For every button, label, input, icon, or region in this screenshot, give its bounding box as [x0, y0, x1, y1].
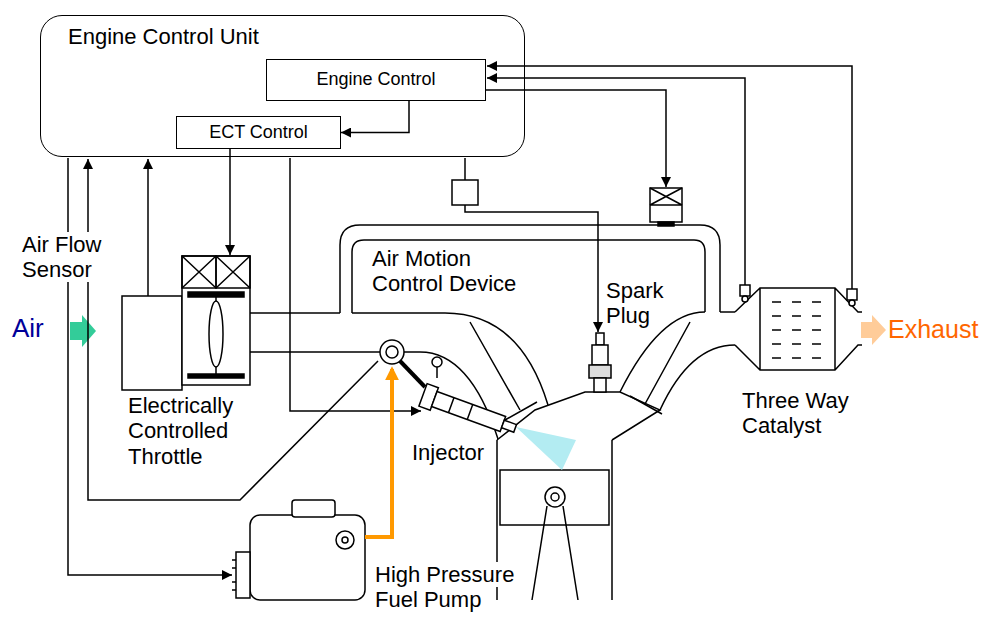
piston — [500, 470, 609, 525]
label-holder: Air — [12, 314, 72, 344]
part-label: High Pressure Fuel Pump — [375, 562, 514, 612]
spark-plug — [594, 378, 606, 392]
label-holder: Exhaust — [888, 315, 993, 344]
part-label: Injector — [412, 440, 484, 465]
signal-wire — [229, 149, 231, 255]
valve-stem — [658, 222, 674, 226]
injector-body — [448, 398, 472, 420]
signal-wire — [147, 159, 149, 296]
signal-arrow — [341, 101, 409, 133]
air-arrow — [70, 315, 96, 347]
label-holder: Injector — [412, 440, 522, 465]
signal-wire — [487, 66, 852, 289]
exhaust-valve — [630, 322, 690, 414]
fuel-pump — [336, 531, 354, 549]
part-label: Electrically Controlled Throttle — [128, 393, 233, 469]
connecting-rod — [532, 506, 578, 600]
throttle-plate — [188, 374, 244, 378]
label-holder: Air Motion Control Device — [372, 246, 542, 297]
part-label: Air Motion Control Device — [372, 246, 516, 296]
exhaust-wall — [660, 345, 735, 410]
catalyst-cells — [772, 302, 821, 358]
intake-wall — [250, 312, 340, 314]
signal-wire — [465, 205, 598, 332]
fuel-rail — [380, 340, 404, 364]
air-flow-sensor — [122, 296, 182, 390]
signal-wire — [464, 158, 466, 180]
oxygen-sensor — [742, 296, 748, 302]
label-holder: Air Flow Sensor — [22, 232, 132, 283]
label-holder: High Pressure Fuel Pump — [375, 562, 545, 613]
ignition-coil — [452, 180, 478, 205]
intake-valve — [470, 322, 537, 420]
control-unit-frame: Engine Control UnitEngine ControlECT Con… — [40, 15, 525, 157]
part-label: Spark Plug — [606, 278, 663, 328]
spark-plug — [592, 345, 608, 365]
unit-title: Engine Control Unit — [68, 24, 259, 49]
catalyst-body — [735, 288, 862, 370]
label-holder: Three Way Catalyst — [742, 388, 872, 439]
fuel-spray — [516, 427, 576, 470]
part-label: Three Way Catalyst — [742, 388, 849, 438]
flow-label: Air — [12, 313, 44, 343]
injector-body — [432, 391, 506, 431]
recirculation-valve — [650, 188, 682, 222]
valve-cross — [650, 188, 682, 205]
throttle-plate — [188, 292, 244, 297]
spark-plug — [589, 365, 611, 378]
part-label: Air Flow Sensor — [22, 232, 101, 282]
throttle-body — [182, 256, 250, 385]
pump-connector — [236, 552, 250, 598]
pump-connector — [232, 560, 236, 590]
recirculation-pipe — [340, 225, 720, 313]
signal-wire — [486, 90, 666, 187]
fuel-rail — [386, 346, 398, 358]
signal-wire — [88, 159, 378, 500]
oxygen-sensor — [849, 300, 855, 306]
air-motion-flap — [432, 357, 442, 367]
fuel-pump — [250, 515, 365, 600]
block-label: ECT Control — [209, 122, 308, 144]
control-block: ECT Control — [176, 116, 341, 149]
flow-label: Exhaust — [888, 315, 978, 343]
air-motion-flap — [436, 367, 438, 378]
exhaust-arrow — [861, 315, 886, 345]
oxygen-sensor — [740, 285, 750, 296]
fuel-pump — [292, 500, 335, 517]
fuel-line — [365, 369, 392, 537]
fuel-tube — [400, 361, 425, 387]
control-block: Engine Control — [266, 59, 486, 101]
block-label: Engine Control — [316, 69, 435, 91]
intake-wall — [352, 313, 548, 405]
injector-nozzle — [502, 420, 517, 432]
intake-wall — [250, 352, 498, 439]
spark-plug — [596, 333, 604, 345]
motor-cross — [182, 256, 250, 288]
label-holder: Electrically Controlled Throttle — [128, 393, 258, 469]
label-holder: Spark Plug — [606, 278, 681, 329]
piston-pin — [545, 487, 565, 507]
piston-pin — [551, 493, 559, 501]
exhaust-wall — [720, 311, 735, 313]
signal-wire — [487, 78, 745, 285]
oxygen-sensor — [847, 289, 857, 300]
cylinder-wall — [497, 440, 612, 600]
fuel-pump — [342, 537, 348, 543]
throttle-valve — [209, 301, 223, 367]
